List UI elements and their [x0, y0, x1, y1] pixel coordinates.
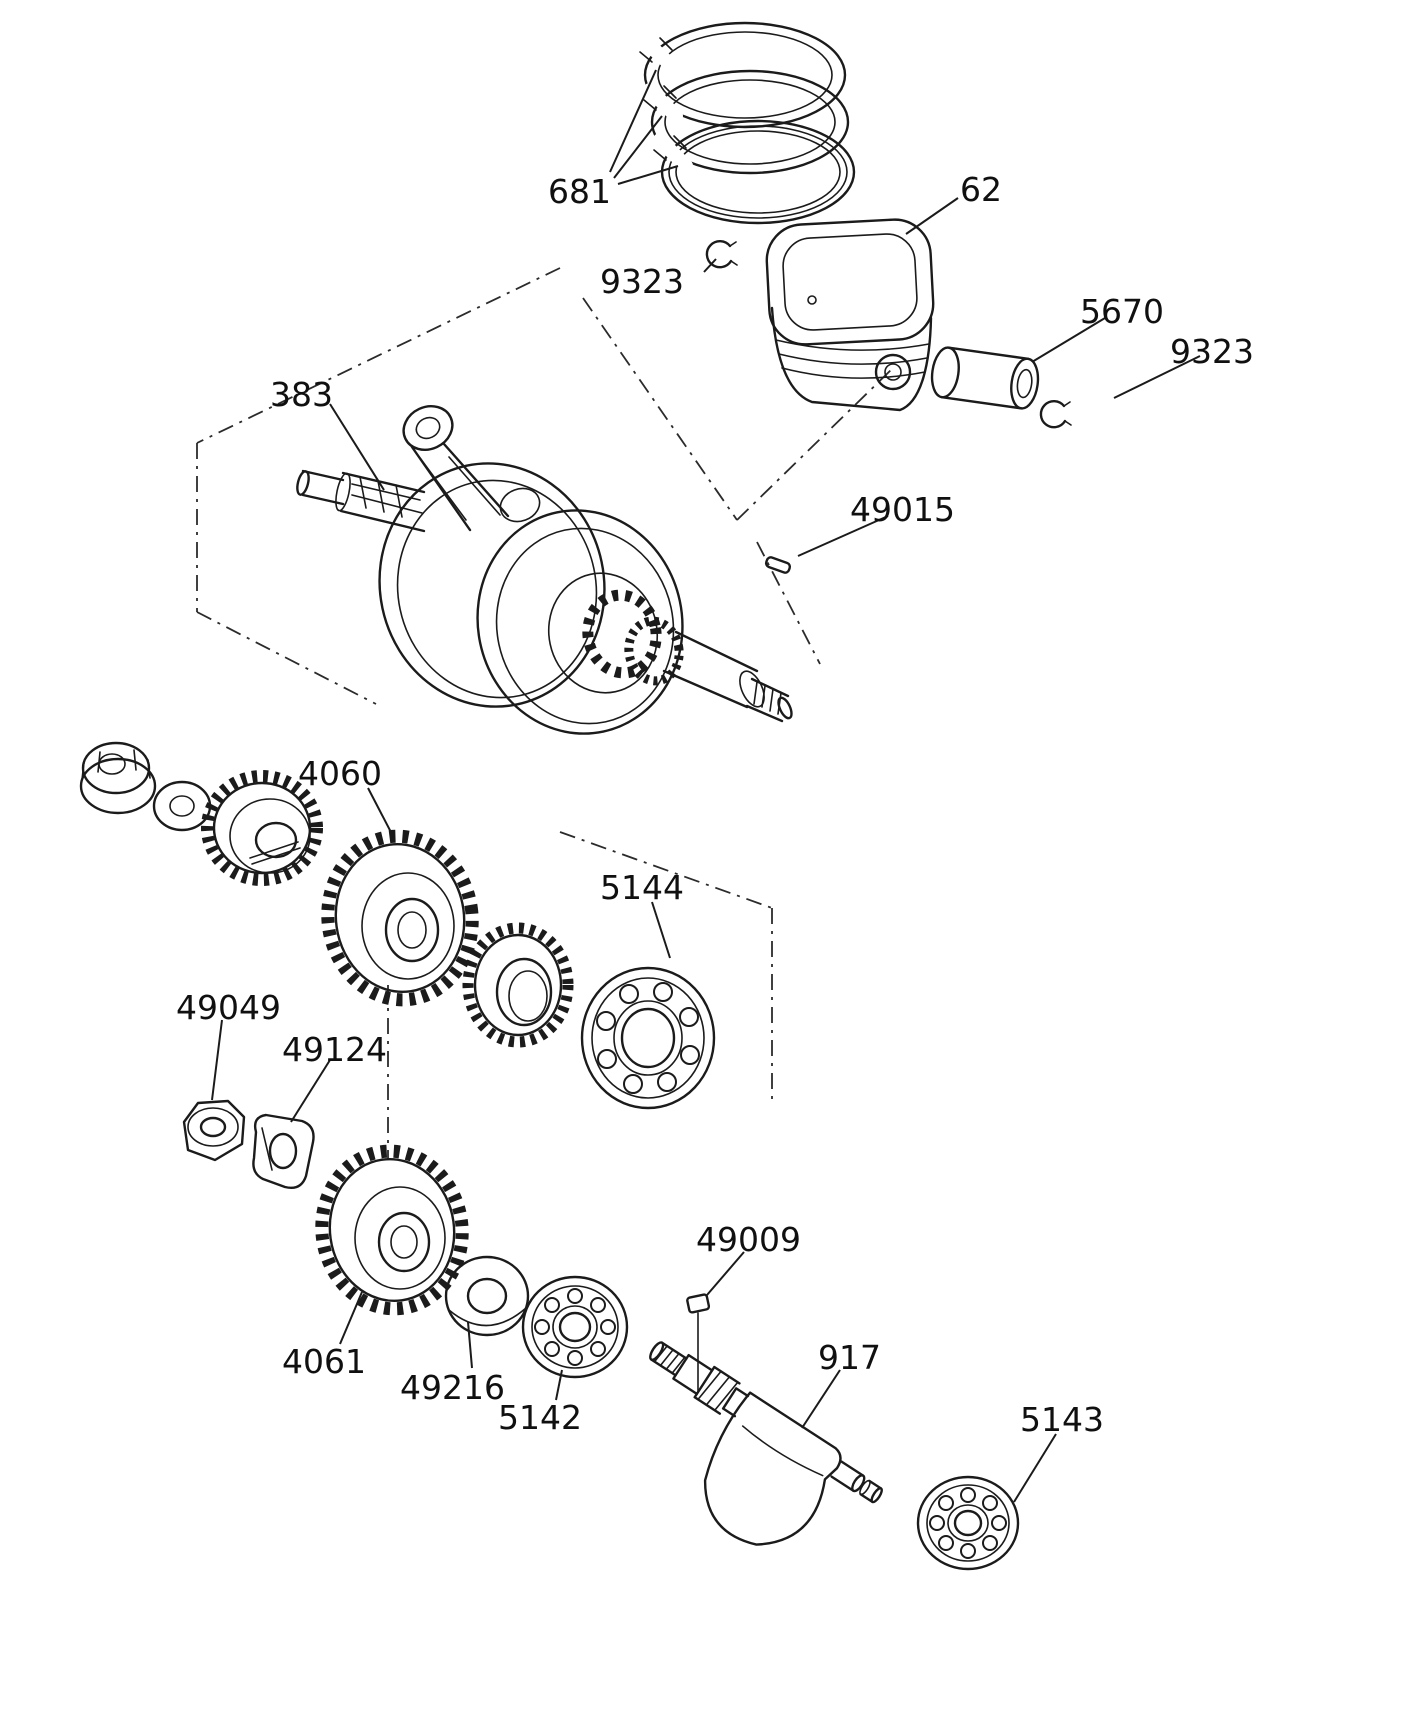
part-labels: 681 62 9323 5670 9323 383 49015 4060 514… — [176, 170, 1254, 1439]
part-label-5143: 5143 — [1020, 1400, 1104, 1439]
key-49009-drawing — [686, 1293, 711, 1393]
part-label-383: 383 — [270, 375, 333, 414]
part-label-49009: 49009 — [696, 1220, 801, 1259]
circlip-right-drawing — [1039, 400, 1072, 429]
gear-4061-drawing — [315, 1144, 469, 1316]
part-label-49124: 49124 — [282, 1030, 387, 1069]
part-label-5144: 5144 — [600, 868, 684, 907]
leader-lines — [211, 69, 1201, 1503]
bearing-5144-drawing — [580, 966, 716, 1110]
piston-rings-drawing — [639, 21, 856, 225]
alignment-lines — [196, 267, 894, 1160]
spacer-49216-drawing — [444, 1255, 530, 1337]
part-label-49216: 49216 — [400, 1368, 505, 1407]
woodruff-key-drawing — [764, 556, 792, 574]
part-label-5670: 5670 — [1080, 292, 1164, 331]
part-label-917: 917 — [818, 1338, 881, 1377]
nut-washer-gear-cluster-drawing — [79, 741, 323, 886]
crankshaft-drawing — [296, 405, 793, 735]
piston-drawing — [765, 218, 935, 412]
part-label-49015: 49015 — [850, 490, 955, 529]
piston-pin-drawing — [930, 346, 1040, 410]
bearing-5143-drawing — [916, 1475, 1020, 1571]
part-label-9323-left: 9323 — [600, 262, 684, 301]
ratchet-gear-drawing — [462, 922, 574, 1048]
part-label-49049: 49049 — [176, 988, 281, 1027]
balancer-shaft-917-drawing — [649, 1341, 883, 1546]
bearing-5142-drawing — [521, 1275, 629, 1379]
part-label-4060: 4060 — [298, 754, 382, 793]
part-label-5142: 5142 — [498, 1398, 582, 1437]
primary-gear-4060-drawing — [321, 829, 479, 1007]
part-label-62: 62 — [960, 170, 1002, 209]
part-label-9323-right: 9323 — [1170, 332, 1254, 371]
nut-49049-drawing — [182, 1099, 246, 1162]
pawl-49124-drawing — [252, 1113, 315, 1190]
circlip-left-drawing — [705, 240, 738, 269]
part-label-4061: 4061 — [282, 1342, 366, 1381]
part-label-681: 681 — [548, 172, 611, 211]
